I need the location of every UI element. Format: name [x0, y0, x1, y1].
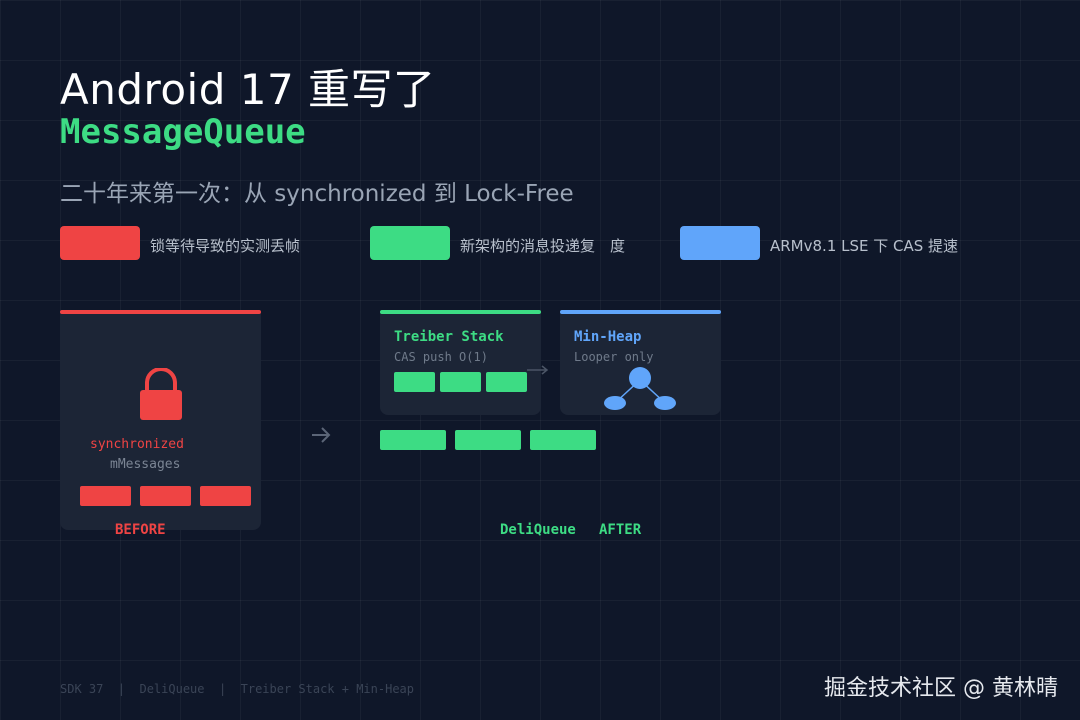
message-block — [455, 430, 521, 450]
page-subtitle: 二十年来第一次：从 synchronized 到 Lock-Free — [60, 181, 574, 207]
stack-node — [486, 372, 527, 392]
legend-swatch-green — [370, 226, 450, 260]
message-block — [380, 430, 446, 450]
watermark: 掘金技术社区 @ 黄林晴 — [824, 676, 1058, 701]
legend-swatch-blue — [680, 226, 760, 260]
treiber-stack-title: Treiber Stack — [394, 329, 504, 345]
stack-node — [440, 372, 481, 392]
legend-label-frame-drop: 锁等待导致的实测丢帧 — [150, 237, 301, 255]
treiber-stack-panel — [380, 312, 541, 415]
min-heap-title: Min-Heap — [574, 329, 642, 345]
treiber-panel-topbar — [380, 310, 541, 314]
footer-meta: SDK 37 | DeliQueue | Treiber Stack + Min… — [60, 682, 415, 696]
stack-node — [394, 372, 435, 392]
legend-label-cas-speedup: ARMv8.1 LSE 下 CAS 提速 — [770, 237, 959, 255]
before-panel-topbar — [60, 310, 261, 314]
page-title-code: MessageQueue — [60, 112, 306, 152]
legend-label-complexity: 新架构的消息投递复 度 — [460, 237, 626, 255]
treiber-stack-subtitle: CAS push O(1) — [394, 350, 488, 364]
connector-arrow-icon — [526, 362, 550, 376]
after-caption-name: DeliQueue — [500, 522, 576, 538]
after-caption-label: AFTER — [599, 522, 642, 538]
before-caption: BEFORE — [115, 522, 166, 538]
message-block — [200, 486, 251, 506]
message-block — [80, 486, 131, 506]
mmessages-field: mMessages — [110, 457, 181, 472]
message-block — [140, 486, 191, 506]
lock-icon — [138, 367, 184, 420]
minheap-panel-topbar — [560, 310, 721, 314]
sync-keyword: synchronized — [90, 437, 184, 452]
message-block — [530, 430, 596, 450]
min-heap-subtitle: Looper only — [574, 350, 654, 364]
arrow-right-icon — [310, 424, 332, 446]
heap-tree-icon — [600, 366, 680, 412]
legend-swatch-red — [60, 226, 140, 260]
min-heap-panel — [560, 312, 721, 415]
page-title: Android 17 重写了 — [60, 65, 436, 114]
